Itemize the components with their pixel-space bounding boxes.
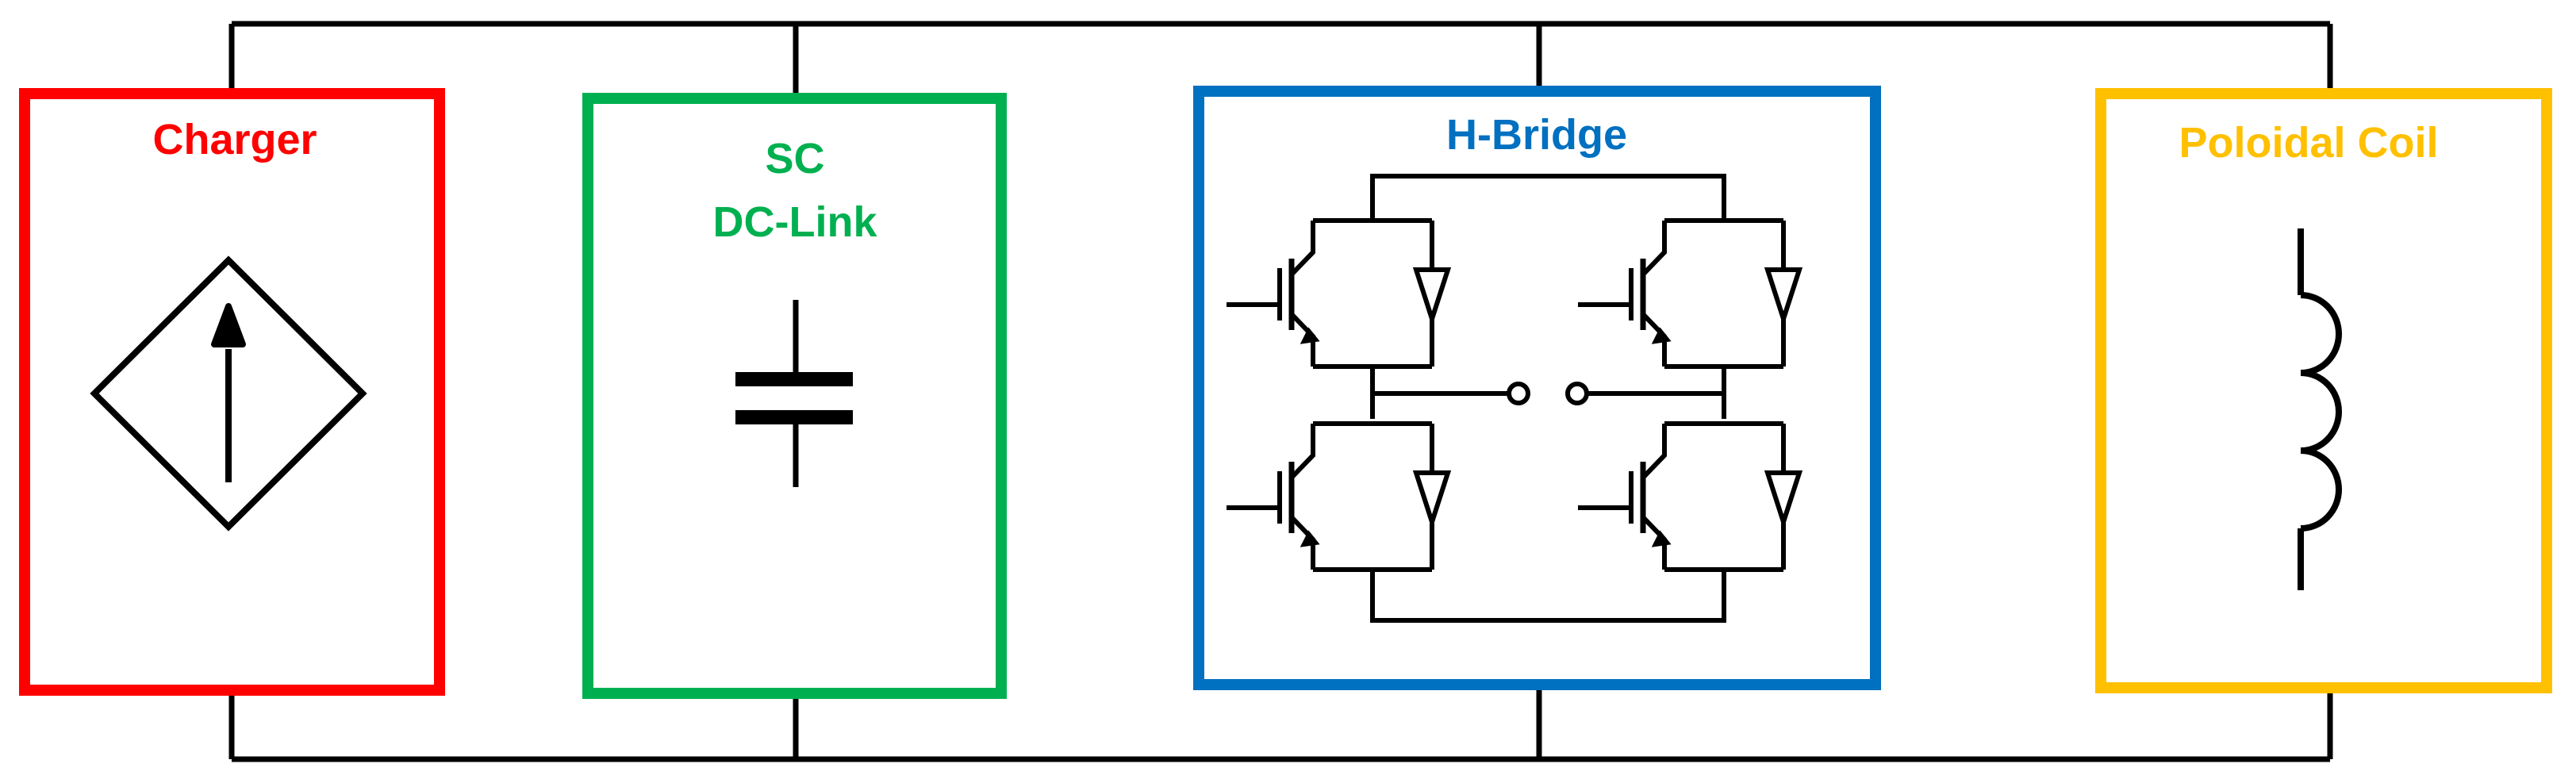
igbt-switch-top-right [1578,218,1803,369]
poloidal-coil-block [2095,88,2552,693]
output-terminal-right [1565,382,1589,405]
poloidal-coil-label: Poloidal Coil [2179,119,2438,167]
bus-wiring [228,21,2333,762]
igbt-switch-top-left [1227,218,1452,369]
h-bridge-block [1193,86,1881,690]
igbt-full-bridge-icon [1227,174,1803,623]
igbt-switch-bottom-right [1578,421,1803,572]
dc-link-label: DC-Link [713,198,878,246]
capacitor-icon [735,300,853,487]
inductor-icon [2298,228,2342,590]
bridge-top-rail [1370,174,1726,221]
sc-label: SC [765,135,824,182]
output-terminal-left [1507,382,1530,405]
h-bridge-label: H-Bridge [1446,111,1627,159]
igbt-switch-bottom-left [1227,421,1452,572]
dependent-current-source-icon [90,255,367,532]
sc-dc-link-block [582,93,1007,699]
charger-label: Charger [152,116,317,163]
charger-block [19,88,445,696]
bridge-bottom-rail [1370,570,1726,623]
